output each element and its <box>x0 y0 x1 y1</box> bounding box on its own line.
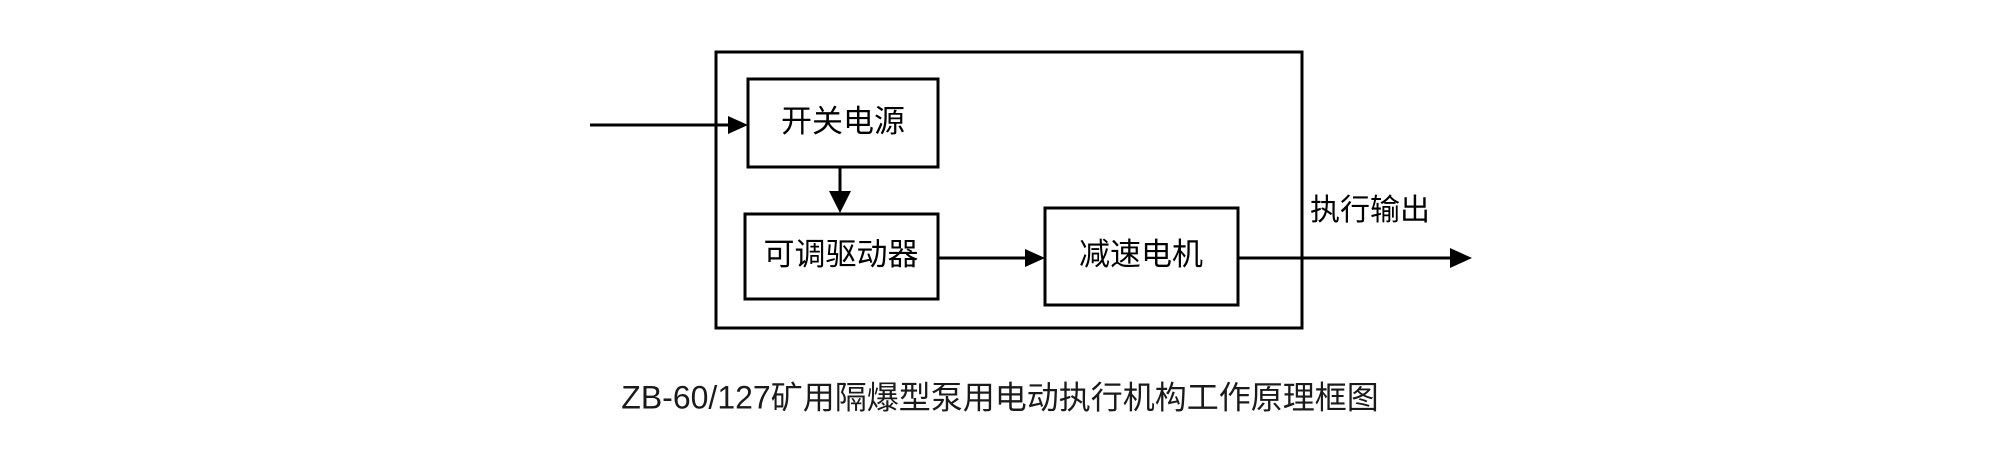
actuator-output-arrowhead <box>1450 248 1472 268</box>
supply-to-driver-arrowhead <box>829 191 851 213</box>
block-label-adjustable-driver: 可调驱动器 <box>764 237 919 272</box>
driver-to-motor-arrowhead <box>1025 249 1045 267</box>
explosion-proof-enclosure-outline <box>714 50 1304 330</box>
block-label-gear-motor: 减速电机 <box>1079 237 1203 272</box>
block-switching-power-supply[interactable] <box>746 77 940 169</box>
power-input-arrowhead <box>728 116 748 134</box>
actuator-output-label: 执行输出 <box>1310 194 1430 227</box>
diagram-caption: ZB-60/127矿用隔爆型泵用电动执行机构工作原理框图 <box>621 379 1378 415</box>
block-label-switching-power-supply: 开关电源 <box>781 104 905 139</box>
